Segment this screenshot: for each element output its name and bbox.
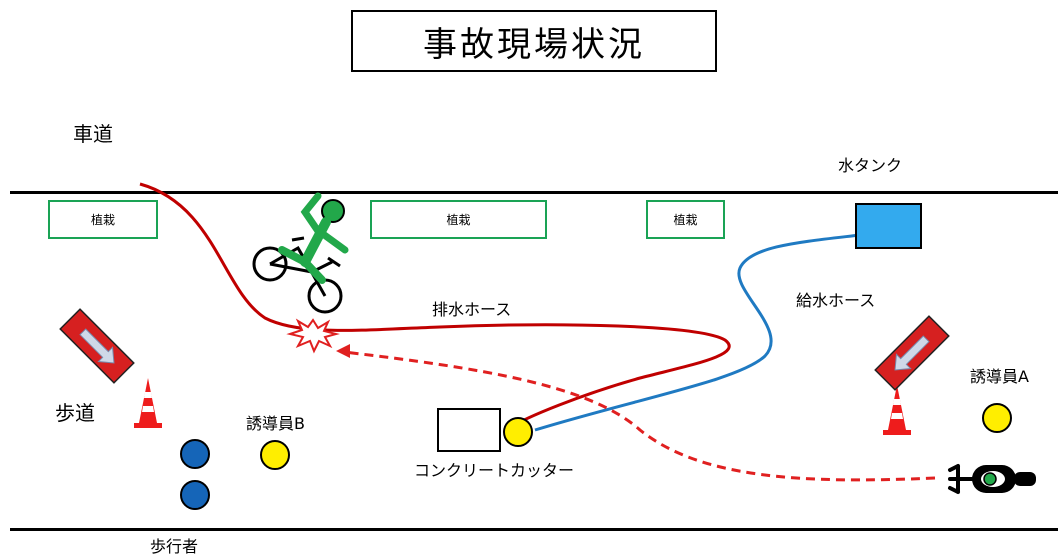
guide-b-icon xyxy=(260,440,290,470)
water-tank-icon xyxy=(855,203,922,249)
guide-a-label: 誘導員A xyxy=(970,367,1029,386)
sidewalk-label: 歩道 xyxy=(55,401,95,425)
collision-mark-icon xyxy=(286,318,340,354)
drain-hose-label: 排水ホース xyxy=(432,300,512,319)
supply-hose-line xyxy=(534,233,861,432)
traffic-cone-icon xyxy=(883,385,911,435)
water-tank-label: 水タンク xyxy=(838,156,903,175)
pedestrians-label: 歩行者 xyxy=(150,537,199,556)
drain-hose-line xyxy=(139,182,731,434)
direction-sign-icon xyxy=(874,315,950,391)
path-arrowhead xyxy=(336,344,350,358)
roadway-label: 車道 xyxy=(73,122,113,146)
planter-2: 植栽 xyxy=(370,200,547,239)
concrete-cutter-label: コンクリートカッター xyxy=(414,461,575,480)
planter-3: 植栽 xyxy=(646,200,725,239)
traffic-cone-icon xyxy=(134,378,162,428)
cutter-operator-icon xyxy=(503,417,533,447)
direction-sign-icon xyxy=(59,308,135,384)
guide-b-label: 誘導員B xyxy=(246,414,305,433)
guide-a-icon xyxy=(982,403,1012,433)
pedestrian-icon xyxy=(180,480,210,510)
supply-hose-label: 給水ホース xyxy=(796,291,876,310)
cyclist-icon xyxy=(252,192,349,314)
road-edge-bottom xyxy=(10,528,1058,531)
motorcycle-icon xyxy=(948,464,1036,494)
motorcycle-path xyxy=(343,350,936,482)
diagram-title: 事故現場状況 xyxy=(351,10,717,72)
concrete-cutter-icon xyxy=(437,408,501,452)
road-edge-top xyxy=(10,191,1058,194)
planter-1: 植栽 xyxy=(48,200,158,239)
pedestrian-icon xyxy=(180,439,210,469)
